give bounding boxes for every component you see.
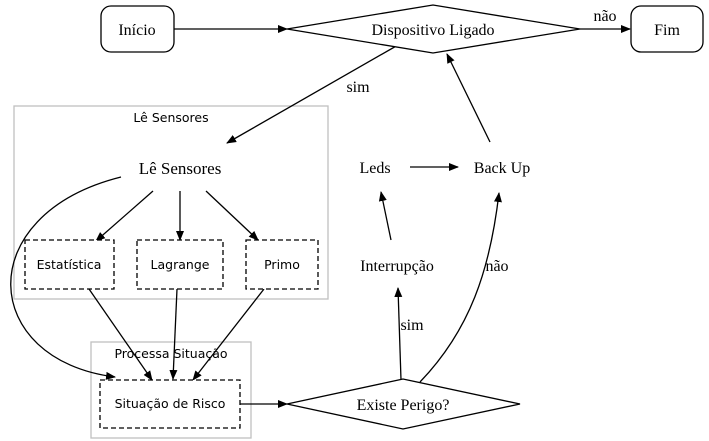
edge-backup-dispositivo	[446, 53, 491, 143]
cluster-processa-situacao-label: Processa Situação	[114, 346, 227, 361]
edge-dispositivo-lesensores	[226, 44, 399, 144]
node-leds-label: Leds	[359, 160, 390, 177]
node-existe-perigo: Existe Perigo?	[286, 378, 521, 430]
edge-primo-situacao	[192, 288, 265, 381]
node-leds: Leds	[359, 160, 390, 177]
node-estatistica-label: Estatística	[37, 257, 102, 272]
node-fim: Fim	[630, 5, 704, 53]
node-primo-label: Primo	[264, 257, 300, 272]
node-back-up-label: Back Up	[474, 160, 530, 177]
node-inicio-label: Início	[118, 22, 155, 39]
edge-perigo-backup	[419, 192, 502, 383]
edge-lagrange-situacao	[169, 288, 178, 380]
node-le-sensores-label: Lê Sensores	[139, 159, 222, 178]
node-dispositivo-label: Dispositivo Ligado	[371, 22, 494, 39]
edge-label-nao-fim: não	[593, 8, 616, 25]
node-inicio: Início	[100, 5, 175, 53]
node-primo: Primo	[245, 239, 319, 290]
cluster-le-sensores-label: Lê Sensores	[133, 110, 208, 125]
node-estatistica: Estatística	[24, 239, 115, 290]
node-dispositivo-ligado: Dispositivo Ligado	[286, 4, 581, 54]
edge-label-sim-sensores: sim	[346, 79, 370, 96]
node-le-sensores: Lê Sensores	[139, 159, 222, 178]
node-situacao-label: Situação de Risco	[115, 396, 226, 411]
node-existe-perigo-label: Existe Perigo?	[357, 397, 450, 414]
edge-lesensores-primo	[205, 190, 259, 241]
cluster-le-sensores: Lê Sensores	[13, 105, 329, 300]
edge-lesensores-situacao	[10, 176, 122, 380]
edge-label-sim-interrupcao: sim	[400, 317, 424, 334]
node-lagrange: Lagrange	[136, 239, 224, 290]
node-situacao-de-risco: Situação de Risco	[99, 379, 241, 429]
edge-lesensores-estatistica	[95, 190, 154, 242]
node-interrupcao: Interrupção	[360, 258, 434, 275]
edge-interrupcao-leds	[378, 191, 392, 241]
node-lagrange-label: Lagrange	[151, 257, 210, 272]
edge-estatistica-situacao	[88, 288, 153, 381]
node-interrupcao-label: Interrupção	[360, 258, 434, 275]
edges	[10, 25, 631, 408]
cluster-processa-situacao: Processa Situação	[90, 341, 252, 439]
node-back-up: Back Up	[474, 160, 530, 177]
edge-perigo-interrupcao	[394, 287, 403, 381]
node-fim-label: Fim	[654, 22, 680, 39]
edge-label-nao-backup: não	[485, 258, 508, 275]
